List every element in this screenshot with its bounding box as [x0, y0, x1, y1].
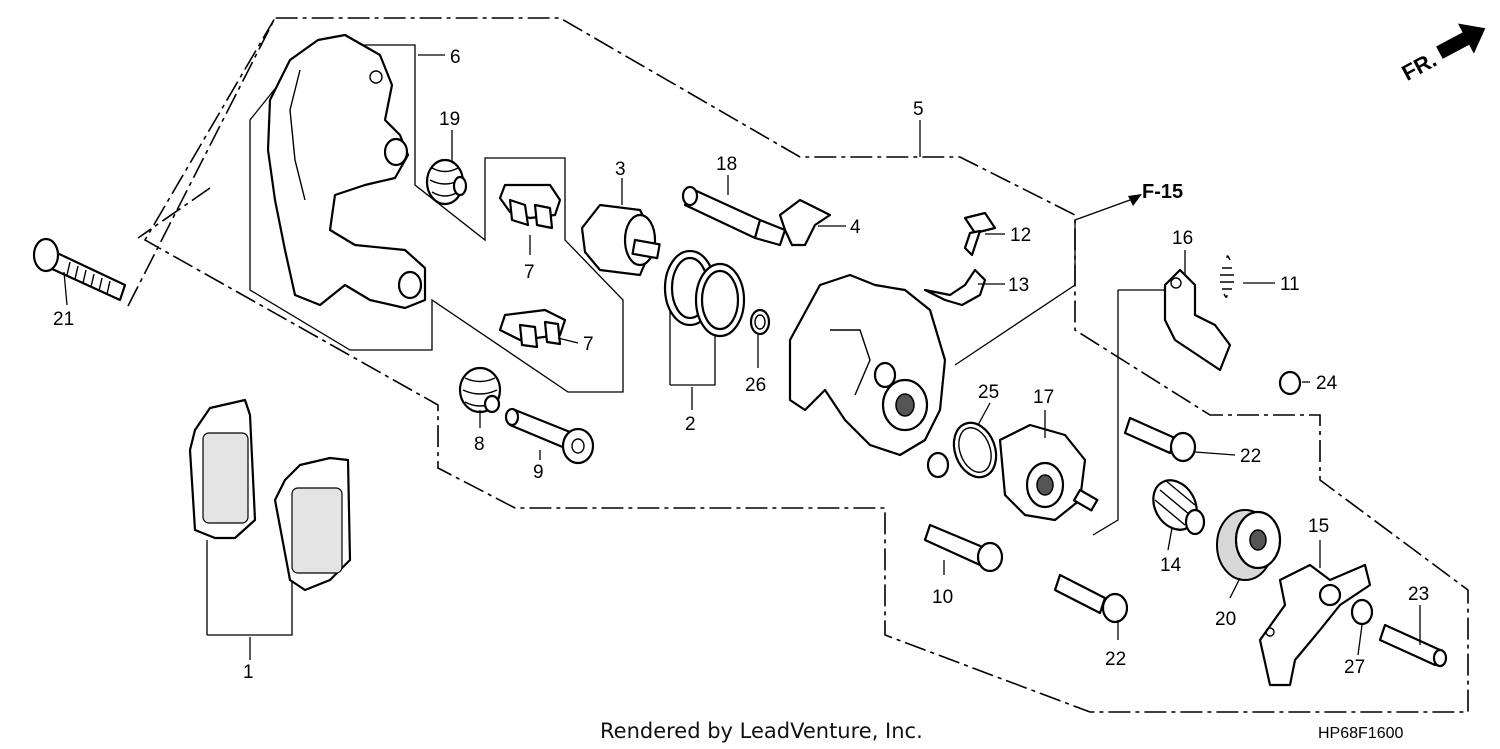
part-4-clip — [778, 198, 832, 247]
callout-3: 3 — [615, 159, 626, 180]
callout-19: 19 — [439, 109, 460, 130]
part-7-pad-spring-lower — [498, 308, 567, 349]
callout-5: 5 — [913, 99, 924, 120]
part-9-pin — [504, 407, 595, 465]
part-16-arm — [1163, 268, 1232, 372]
part-22-bolt-lower — [1053, 573, 1129, 624]
part-10-bolt — [923, 523, 1004, 573]
callout-9: 9 — [533, 462, 544, 483]
part-13-fitting — [923, 268, 987, 307]
part-22-bolt-upper — [1123, 416, 1197, 463]
part-8-boot — [458, 366, 502, 414]
callout-25: 25 — [978, 382, 999, 403]
callout-10: 10 — [932, 587, 953, 608]
front-direction-arrow: FR. — [1398, 23, 1486, 86]
callout-2: 2 — [685, 414, 696, 435]
callout-8: 8 — [474, 434, 485, 455]
arrow-right-icon — [1436, 23, 1486, 59]
callout-13: 13 — [1008, 275, 1029, 296]
part-24-nut — [1278, 370, 1302, 396]
callout-23: 23 — [1408, 584, 1429, 605]
callout-27: 27 — [1344, 657, 1365, 678]
part-21-bolt — [32, 237, 127, 302]
callout-20: 20 — [1215, 609, 1236, 630]
part-18-bleeder — [681, 185, 787, 247]
callout-16: 16 — [1172, 228, 1193, 249]
callout-7-upper: 7 — [524, 262, 535, 283]
callout-21: 21 — [53, 309, 74, 330]
callout-15: 15 — [1308, 516, 1329, 537]
part-15-lever — [1258, 563, 1372, 687]
callout-1: 1 — [243, 662, 254, 683]
callout-7-lower: 7 — [583, 334, 594, 355]
part-6-caliper-bracket — [266, 33, 427, 310]
part-14-spring — [1152, 479, 1206, 536]
callout-24: 24 — [1316, 373, 1338, 394]
part-20-bearing — [1216, 509, 1282, 581]
direction-label: FR. — [1398, 47, 1441, 86]
callout-17: 17 — [1033, 387, 1054, 408]
part-17-housing — [998, 423, 1099, 522]
part-23-bolt — [1378, 623, 1448, 668]
footer-credit: Rendered by LeadVenture, Inc. — [600, 719, 923, 743]
leader-lines — [63, 54, 1421, 660]
callout-22-upper: 22 — [1240, 446, 1261, 467]
part-11-spring — [1220, 255, 1234, 298]
callout-14: 14 — [1160, 555, 1182, 576]
diagram-code: HP68F1600 — [1318, 725, 1403, 742]
part-5-caliper-body — [788, 273, 950, 479]
part-26-oring — [749, 308, 771, 336]
reference-label: F-15 — [1142, 181, 1183, 203]
part-12-screw — [963, 211, 997, 257]
callout-18: 18 — [716, 154, 737, 175]
part-25-oring — [952, 421, 998, 479]
assembly-boundaries — [127, 17, 1469, 713]
callout-22-lower: 22 — [1105, 649, 1126, 670]
callout-4: 4 — [850, 217, 861, 238]
callout-26: 26 — [745, 375, 766, 396]
part-27-washer — [1350, 598, 1374, 626]
callout-numbers: 1 2 3 4 5 6 7 7 8 9 10 11 12 13 14 15 16… — [53, 47, 1429, 683]
callout-6: 6 — [450, 47, 461, 68]
part-19-boot — [425, 158, 468, 206]
part-2-seals — [663, 249, 746, 338]
callout-12: 12 — [1010, 225, 1031, 246]
part-7-pad-spring-upper — [498, 183, 562, 230]
callout-11: 11 — [1280, 274, 1300, 295]
part-1-brake-pads — [188, 398, 352, 592]
part-3-piston — [580, 203, 661, 277]
